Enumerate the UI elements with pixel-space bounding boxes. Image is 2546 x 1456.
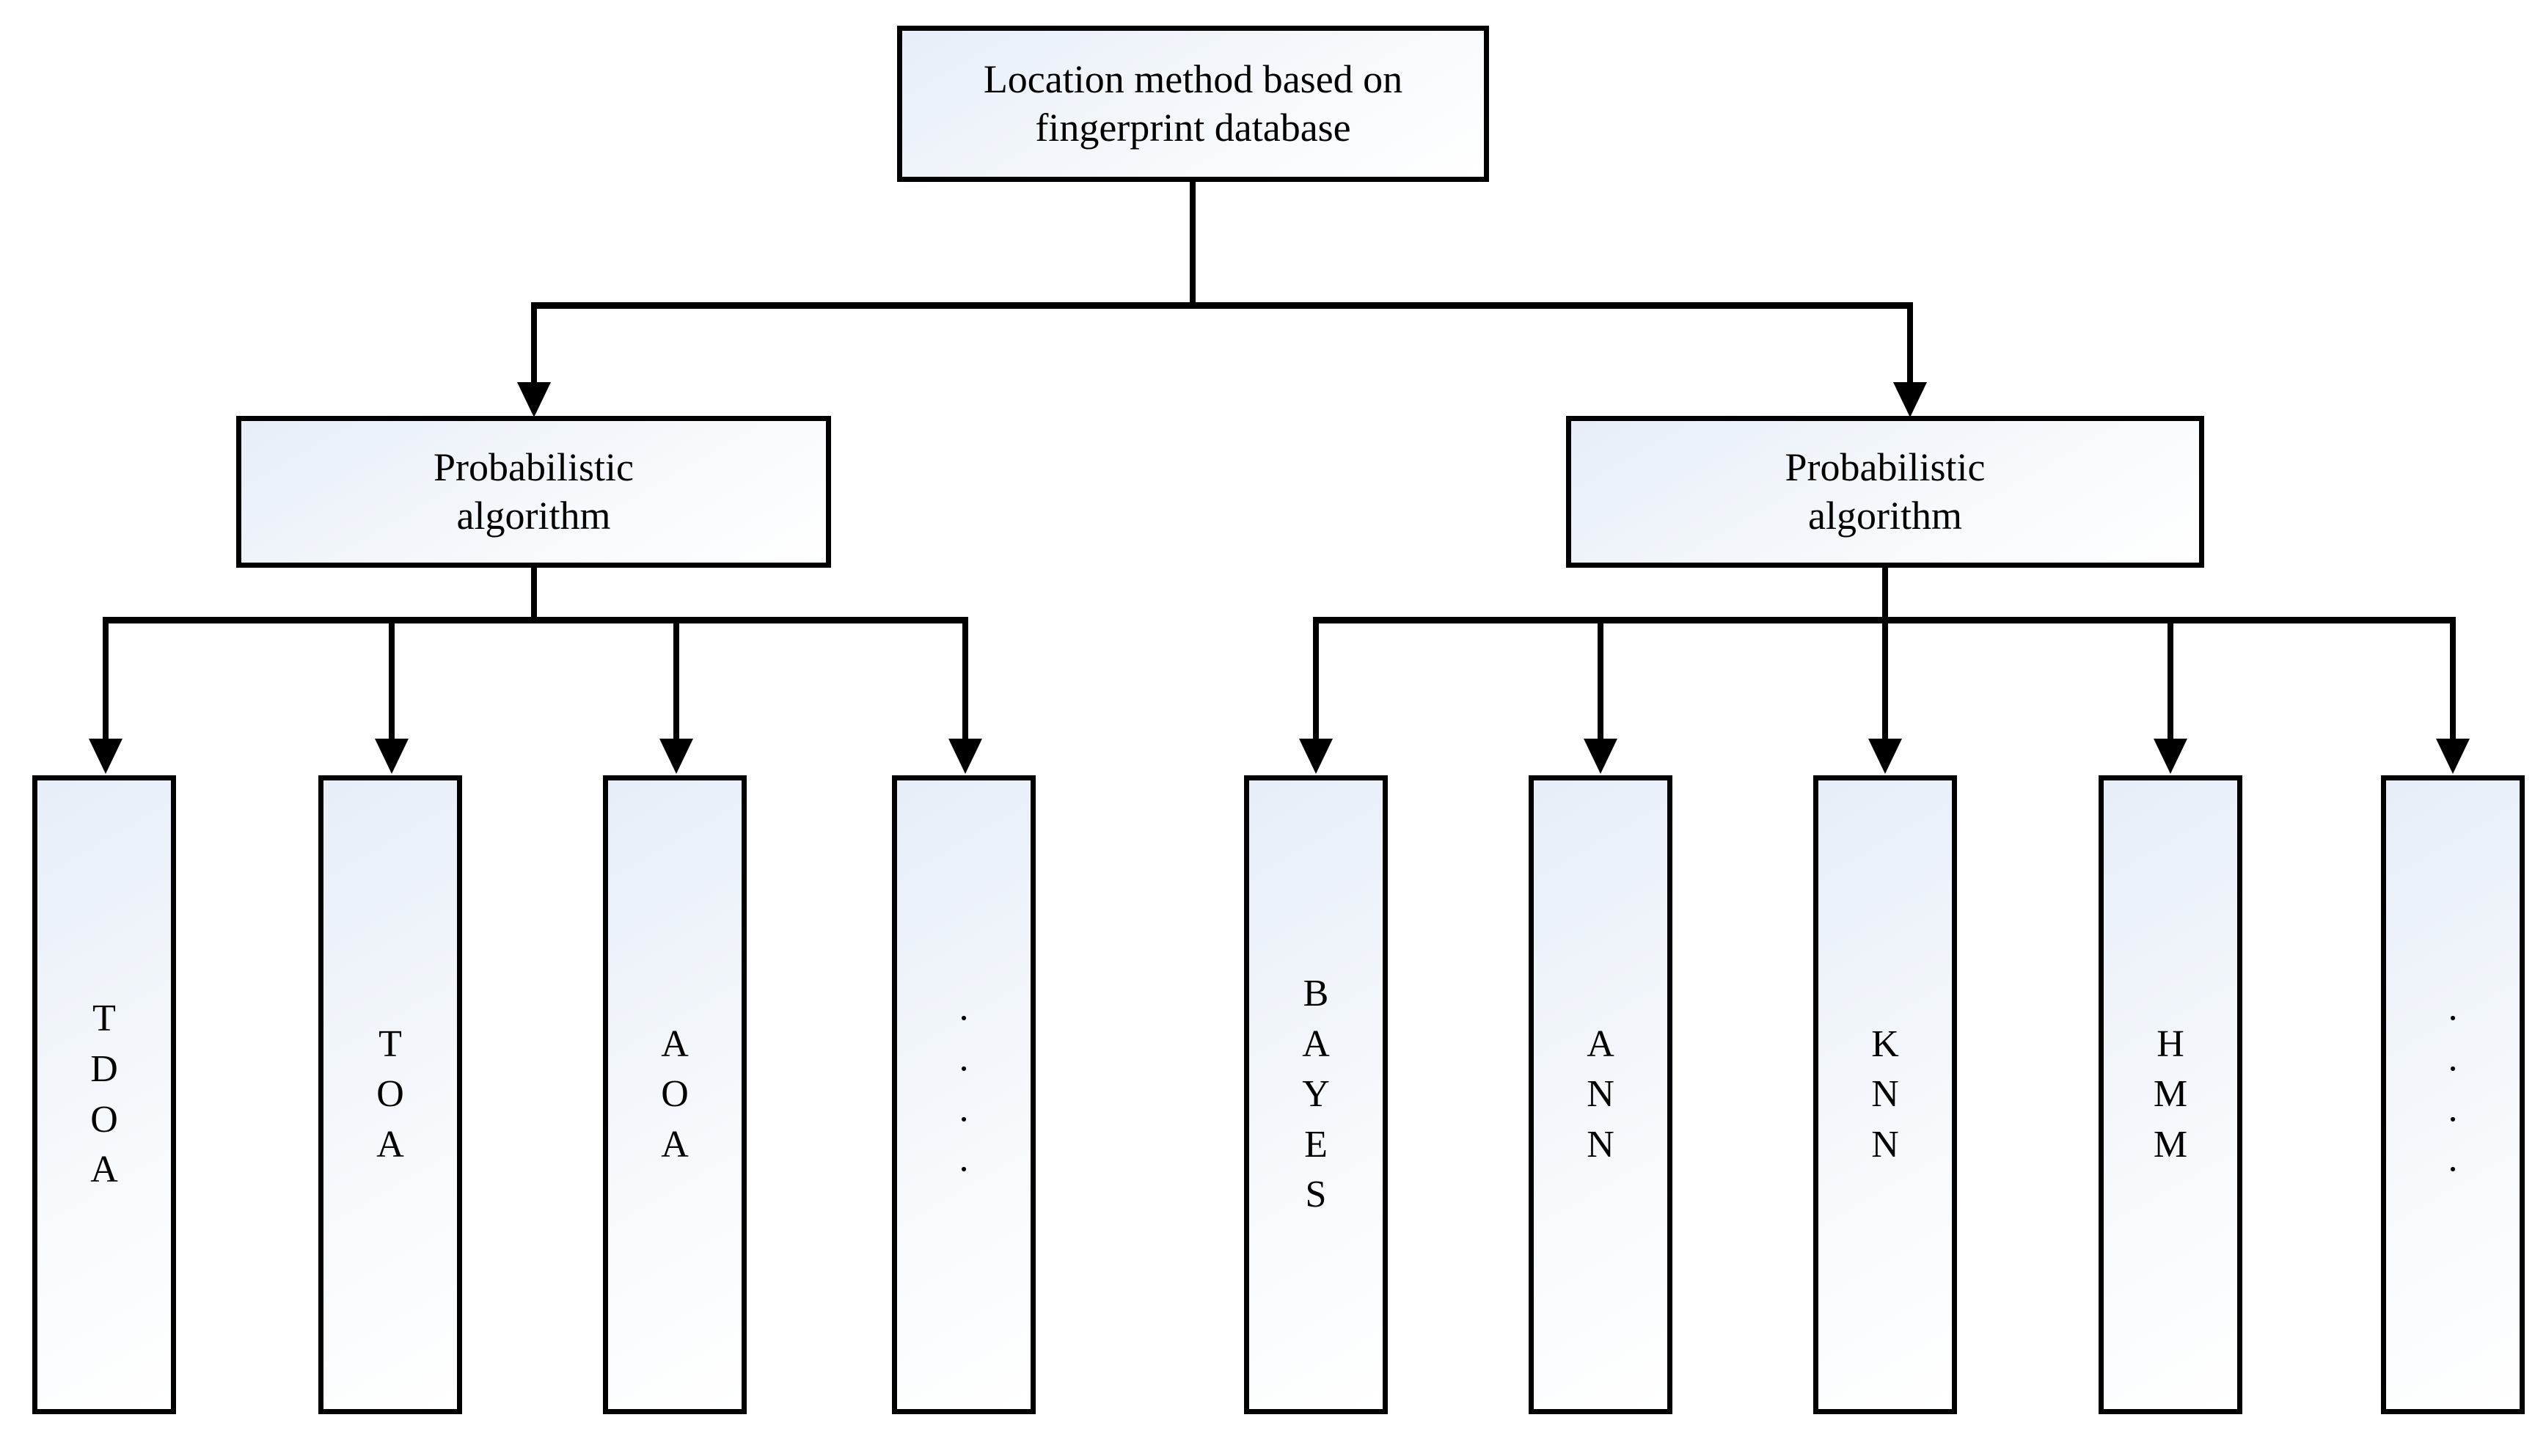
node-root: Location method based on fingerprint dat… xyxy=(897,26,1489,182)
leaf-letter: D xyxy=(90,1047,118,1090)
leaf-letter: O xyxy=(661,1073,689,1116)
node-branch-left-label: Probabilistic algorithm xyxy=(434,445,634,538)
arrowhead-left-leaf-3 xyxy=(659,739,693,774)
leaf-letter: M xyxy=(2153,1073,2188,1116)
arrowhead-right-leaf-3 xyxy=(1868,739,1902,774)
leaf-letter: S xyxy=(1305,1174,1327,1216)
connector-right-leaf-5-stem xyxy=(2450,617,2456,742)
leaf-letter: N xyxy=(1587,1123,1614,1166)
leaf-ellipsis-left-stack: · · · · xyxy=(897,780,1031,1409)
arrowhead-mid-left xyxy=(517,382,551,417)
leaf-aoa: A O A xyxy=(603,775,747,1414)
connector-right-leaf-4-stem xyxy=(2168,617,2173,742)
leaf-dot: · xyxy=(957,1098,970,1141)
connector-root-stem xyxy=(1190,182,1196,305)
connector-left-branch-bus xyxy=(103,617,968,623)
leaf-letter: A xyxy=(1302,1023,1330,1065)
leaf-hmm: H M M xyxy=(2099,775,2242,1414)
leaf-tdoa-stack: T D O A xyxy=(37,780,171,1409)
leaf-dot: · xyxy=(2446,1047,2459,1090)
leaf-letter: Y xyxy=(1302,1073,1330,1116)
connector-left-leaf-3-stem xyxy=(673,617,679,742)
leaf-toa-stack: T O A xyxy=(323,780,457,1409)
leaf-hmm-stack: H M M xyxy=(2104,780,2237,1409)
leaf-letter: O xyxy=(90,1098,118,1141)
leaf-letter: H xyxy=(2157,1023,2184,1065)
leaf-dot: · xyxy=(2446,998,2459,1040)
leaf-ellipsis-right: · · · · xyxy=(2381,775,2525,1414)
leaf-letter: M xyxy=(2153,1123,2188,1166)
leaf-knn-stack: K N N xyxy=(1818,780,1952,1409)
connector-to-mid-left-stem xyxy=(531,302,537,385)
leaf-letter: T xyxy=(92,998,116,1040)
connector-right-branch-stem xyxy=(1882,568,1888,623)
node-branch-left: Probabilistic algorithm xyxy=(236,416,831,568)
leaf-aoa-stack: A O A xyxy=(608,780,742,1409)
arrowhead-right-leaf-5 xyxy=(2436,739,2470,774)
connector-to-mid-right-stem xyxy=(1907,302,1913,385)
leaf-letter: N xyxy=(1587,1073,1614,1116)
leaf-tdoa: T D O A xyxy=(32,775,176,1414)
leaf-dot: · xyxy=(957,1149,970,1191)
leaf-ellipsis-left: · · · · xyxy=(892,775,1036,1414)
leaf-letter: E xyxy=(1304,1123,1328,1166)
connector-right-leaf-1-stem xyxy=(1313,617,1319,742)
connector-root-bus xyxy=(534,302,1913,309)
leaf-letter: B xyxy=(1303,972,1329,1014)
leaf-letter: K xyxy=(1871,1023,1899,1065)
connector-left-leaf-1-stem xyxy=(103,617,109,742)
leaf-letter: N xyxy=(1871,1123,1899,1166)
leaf-letter: N xyxy=(1871,1073,1899,1116)
leaf-dot: · xyxy=(957,998,970,1040)
arrowhead-left-leaf-1 xyxy=(89,739,122,774)
arrowhead-mid-right xyxy=(1893,382,1927,417)
connector-left-leaf-4-stem xyxy=(962,617,968,742)
connector-left-branch-stem xyxy=(531,568,537,623)
leaf-bayes-stack: B A Y E S xyxy=(1249,780,1383,1409)
node-root-label: Location method based on fingerprint dat… xyxy=(983,56,1403,150)
leaf-letter: T xyxy=(378,1023,402,1065)
leaf-knn: K N N xyxy=(1813,775,1957,1414)
connector-right-leaf-3-stem xyxy=(1882,617,1888,742)
connector-left-leaf-2-stem xyxy=(389,617,395,742)
leaf-ann-stack: A N N xyxy=(1534,780,1667,1409)
arrowhead-right-leaf-2 xyxy=(1584,739,1617,774)
leaf-dot: · xyxy=(957,1047,970,1090)
leaf-letter: O xyxy=(376,1073,404,1116)
leaf-ann: A N N xyxy=(1529,775,1672,1414)
leaf-toa: T O A xyxy=(318,775,462,1414)
leaf-dot: · xyxy=(2446,1149,2459,1191)
leaf-letter: A xyxy=(1587,1023,1614,1065)
node-branch-right: Probabilistic algorithm xyxy=(1566,416,2204,568)
arrowhead-left-leaf-4 xyxy=(948,739,982,774)
arrowhead-right-leaf-4 xyxy=(2154,739,2187,774)
arrowhead-right-leaf-1 xyxy=(1299,739,1333,774)
connector-right-leaf-2-stem xyxy=(1598,617,1603,742)
leaf-letter: A xyxy=(90,1149,118,1191)
arrowhead-left-leaf-2 xyxy=(375,739,409,774)
leaf-letter: A xyxy=(661,1023,689,1065)
leaf-ellipsis-right-stack: · · · · xyxy=(2386,780,2520,1409)
node-branch-right-label: Probabilistic algorithm xyxy=(1785,445,1986,538)
leaf-letter: A xyxy=(376,1123,404,1166)
leaf-dot: · xyxy=(2446,1098,2459,1141)
leaf-bayes: B A Y E S xyxy=(1244,775,1388,1414)
leaf-letter: A xyxy=(661,1123,689,1166)
